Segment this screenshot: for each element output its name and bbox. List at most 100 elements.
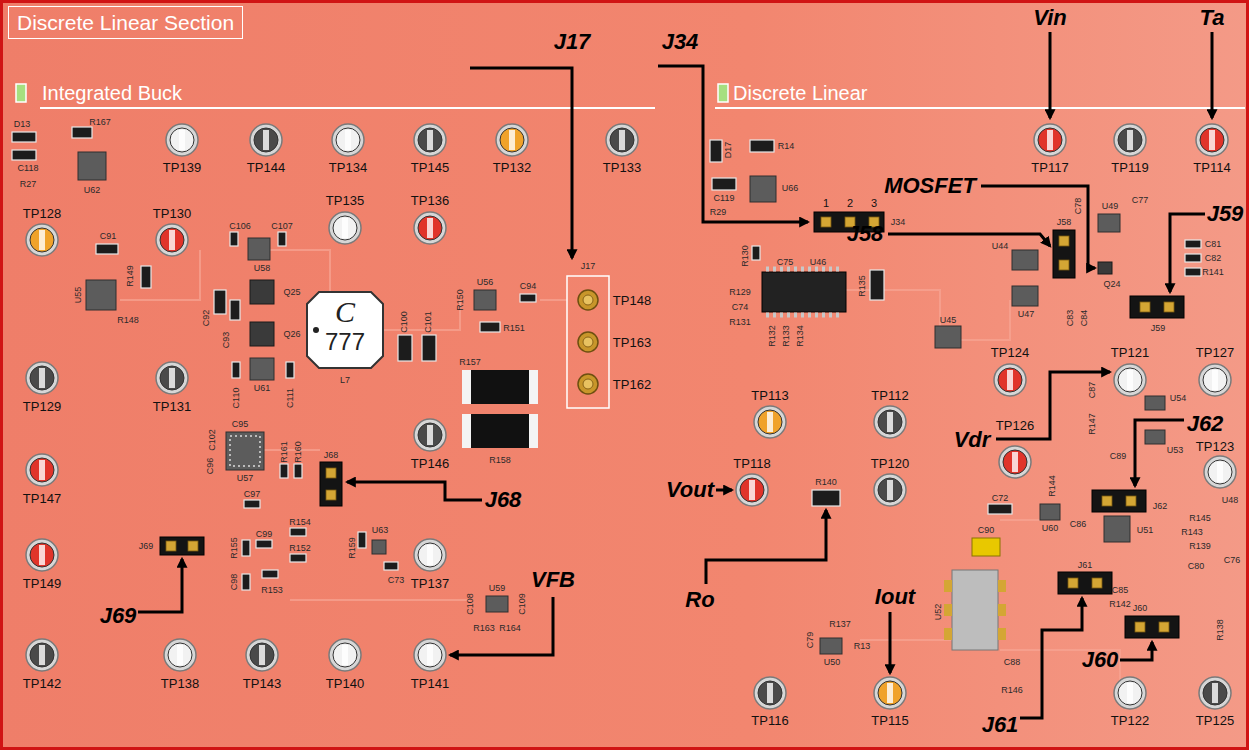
smd-parts-left (72, 127, 92, 138)
copper-traces (120, 250, 1120, 700)
test-point-label: TP115 (871, 714, 908, 727)
silkscreen-label: C79 (806, 632, 815, 649)
leader-arrow (1211, 32, 1214, 118)
callout-label: Ta (1200, 7, 1225, 29)
pin-header (1140, 302, 1150, 312)
connector-outline (567, 276, 609, 408)
smd-parts-right (752, 246, 760, 260)
test-point-symbol (414, 124, 446, 156)
test-point-label: TP146 (411, 457, 449, 470)
test-point-symbol (578, 374, 598, 394)
test-point-label: TP121 (1111, 346, 1149, 359)
test-point-label: TP128 (23, 207, 61, 220)
silkscreen-label: R145 (1189, 514, 1211, 523)
silkscreen-label: C96 (206, 458, 215, 475)
smd-parts-right (710, 140, 1201, 654)
test-point-label: TP119 (1111, 161, 1148, 174)
section-divider (16, 84, 26, 102)
silkscreen-label: R163 (473, 624, 495, 633)
leader-arrow (716, 489, 732, 492)
copper-traces (290, 599, 470, 601)
pin-header (1126, 496, 1136, 506)
silkscreen-label: L7 (340, 376, 350, 385)
leader-arrow (470, 68, 572, 258)
smd-parts-right (750, 140, 774, 152)
silkscreen-label: U45 (940, 316, 957, 325)
silkscreen-label: R134 (796, 325, 805, 347)
smd-parts-right (1104, 516, 1130, 542)
smd-parts-right (952, 570, 998, 650)
test-point-symbol (754, 677, 786, 709)
silkscreen-label: C93 (222, 332, 231, 349)
callout-label: J69 (100, 605, 137, 627)
smd-parts-right (944, 580, 952, 592)
silkscreen-label: R129 (729, 288, 751, 297)
silkscreen-label: U57 (237, 474, 254, 483)
pin-header (1068, 578, 1078, 588)
silkscreen-label: U52 (934, 604, 943, 621)
test-point-symbol (874, 406, 906, 438)
silkscreen-label: J60 (1133, 604, 1148, 613)
silkscreen-label: C82 (1205, 254, 1222, 263)
test-point-label: TP137 (411, 577, 449, 590)
silkscreen-label: R143 (1181, 528, 1203, 537)
silkscreen-label: C102 (208, 429, 217, 451)
test-point-symbol (164, 639, 196, 671)
callout-label: J68 (485, 489, 522, 511)
test-point-symbol (156, 224, 188, 256)
silkscreen-label: R167 (89, 118, 111, 127)
pin-header (1092, 490, 1146, 512)
test-point-label: TP124 (991, 346, 1029, 359)
test-point-symbol (874, 677, 906, 709)
silkscreen-label: R142 (1109, 600, 1131, 609)
smd-parts-left (372, 540, 386, 554)
leader-arrow (706, 510, 826, 584)
inductor-symbol (307, 292, 383, 368)
test-point-symbol (1199, 677, 1231, 709)
test-point-symbol (1196, 124, 1228, 156)
silkscreen-label: J58 (1057, 218, 1072, 227)
silkscreen-label: C91 (100, 232, 117, 241)
test-point-symbol (606, 124, 638, 156)
pin-header (326, 468, 336, 478)
test-point-symbol (874, 474, 906, 506)
test-point-symbol (1114, 677, 1146, 709)
silkscreen-label: R148 (117, 316, 139, 325)
callout-label: J17 (554, 31, 591, 53)
section-label: Discrete Linear (733, 83, 868, 103)
silkscreen-label: C100 (400, 311, 409, 333)
smd-parts-right (870, 270, 884, 300)
copper-traces (383, 300, 460, 330)
smd-parts-left (520, 294, 536, 302)
silkscreen-label: J61 (1078, 561, 1093, 570)
test-point-symbol (332, 124, 364, 156)
leader-arrow (981, 186, 1095, 268)
silkscreen-label: C72 (992, 494, 1009, 503)
test-point-label: TP135 (326, 194, 364, 207)
callout-label: Vdr (954, 429, 991, 451)
test-point-label: TP134 (329, 161, 367, 174)
test-point-label: TP140 (326, 677, 364, 690)
logo-mark: C (335, 297, 355, 327)
silkscreen-label: R135 (858, 275, 867, 297)
inductor-symbol (307, 292, 383, 368)
leader-arrow (138, 559, 182, 612)
part-marking: 777 (325, 330, 365, 354)
silkscreen-label: C88 (1004, 658, 1021, 667)
callout-label: J60 (1082, 649, 1119, 671)
silkscreen-label: R138 (1216, 619, 1225, 641)
copper-traces (264, 449, 320, 451)
smd-parts-right (944, 628, 952, 640)
test-point-symbol (26, 454, 58, 486)
silkscreen-label: R159 (348, 537, 357, 559)
silkscreen-label: U55 (74, 287, 83, 304)
pin-number: 3 (871, 198, 877, 209)
silkscreen-label: C119 (714, 194, 735, 203)
test-point-symbol (414, 419, 446, 451)
silkscreen-label: C92 (202, 310, 211, 327)
test-point-symbol (754, 406, 786, 438)
smd-parts-right (710, 140, 722, 162)
callout-label: Iout (875, 586, 915, 608)
smd-parts-left (294, 464, 302, 478)
